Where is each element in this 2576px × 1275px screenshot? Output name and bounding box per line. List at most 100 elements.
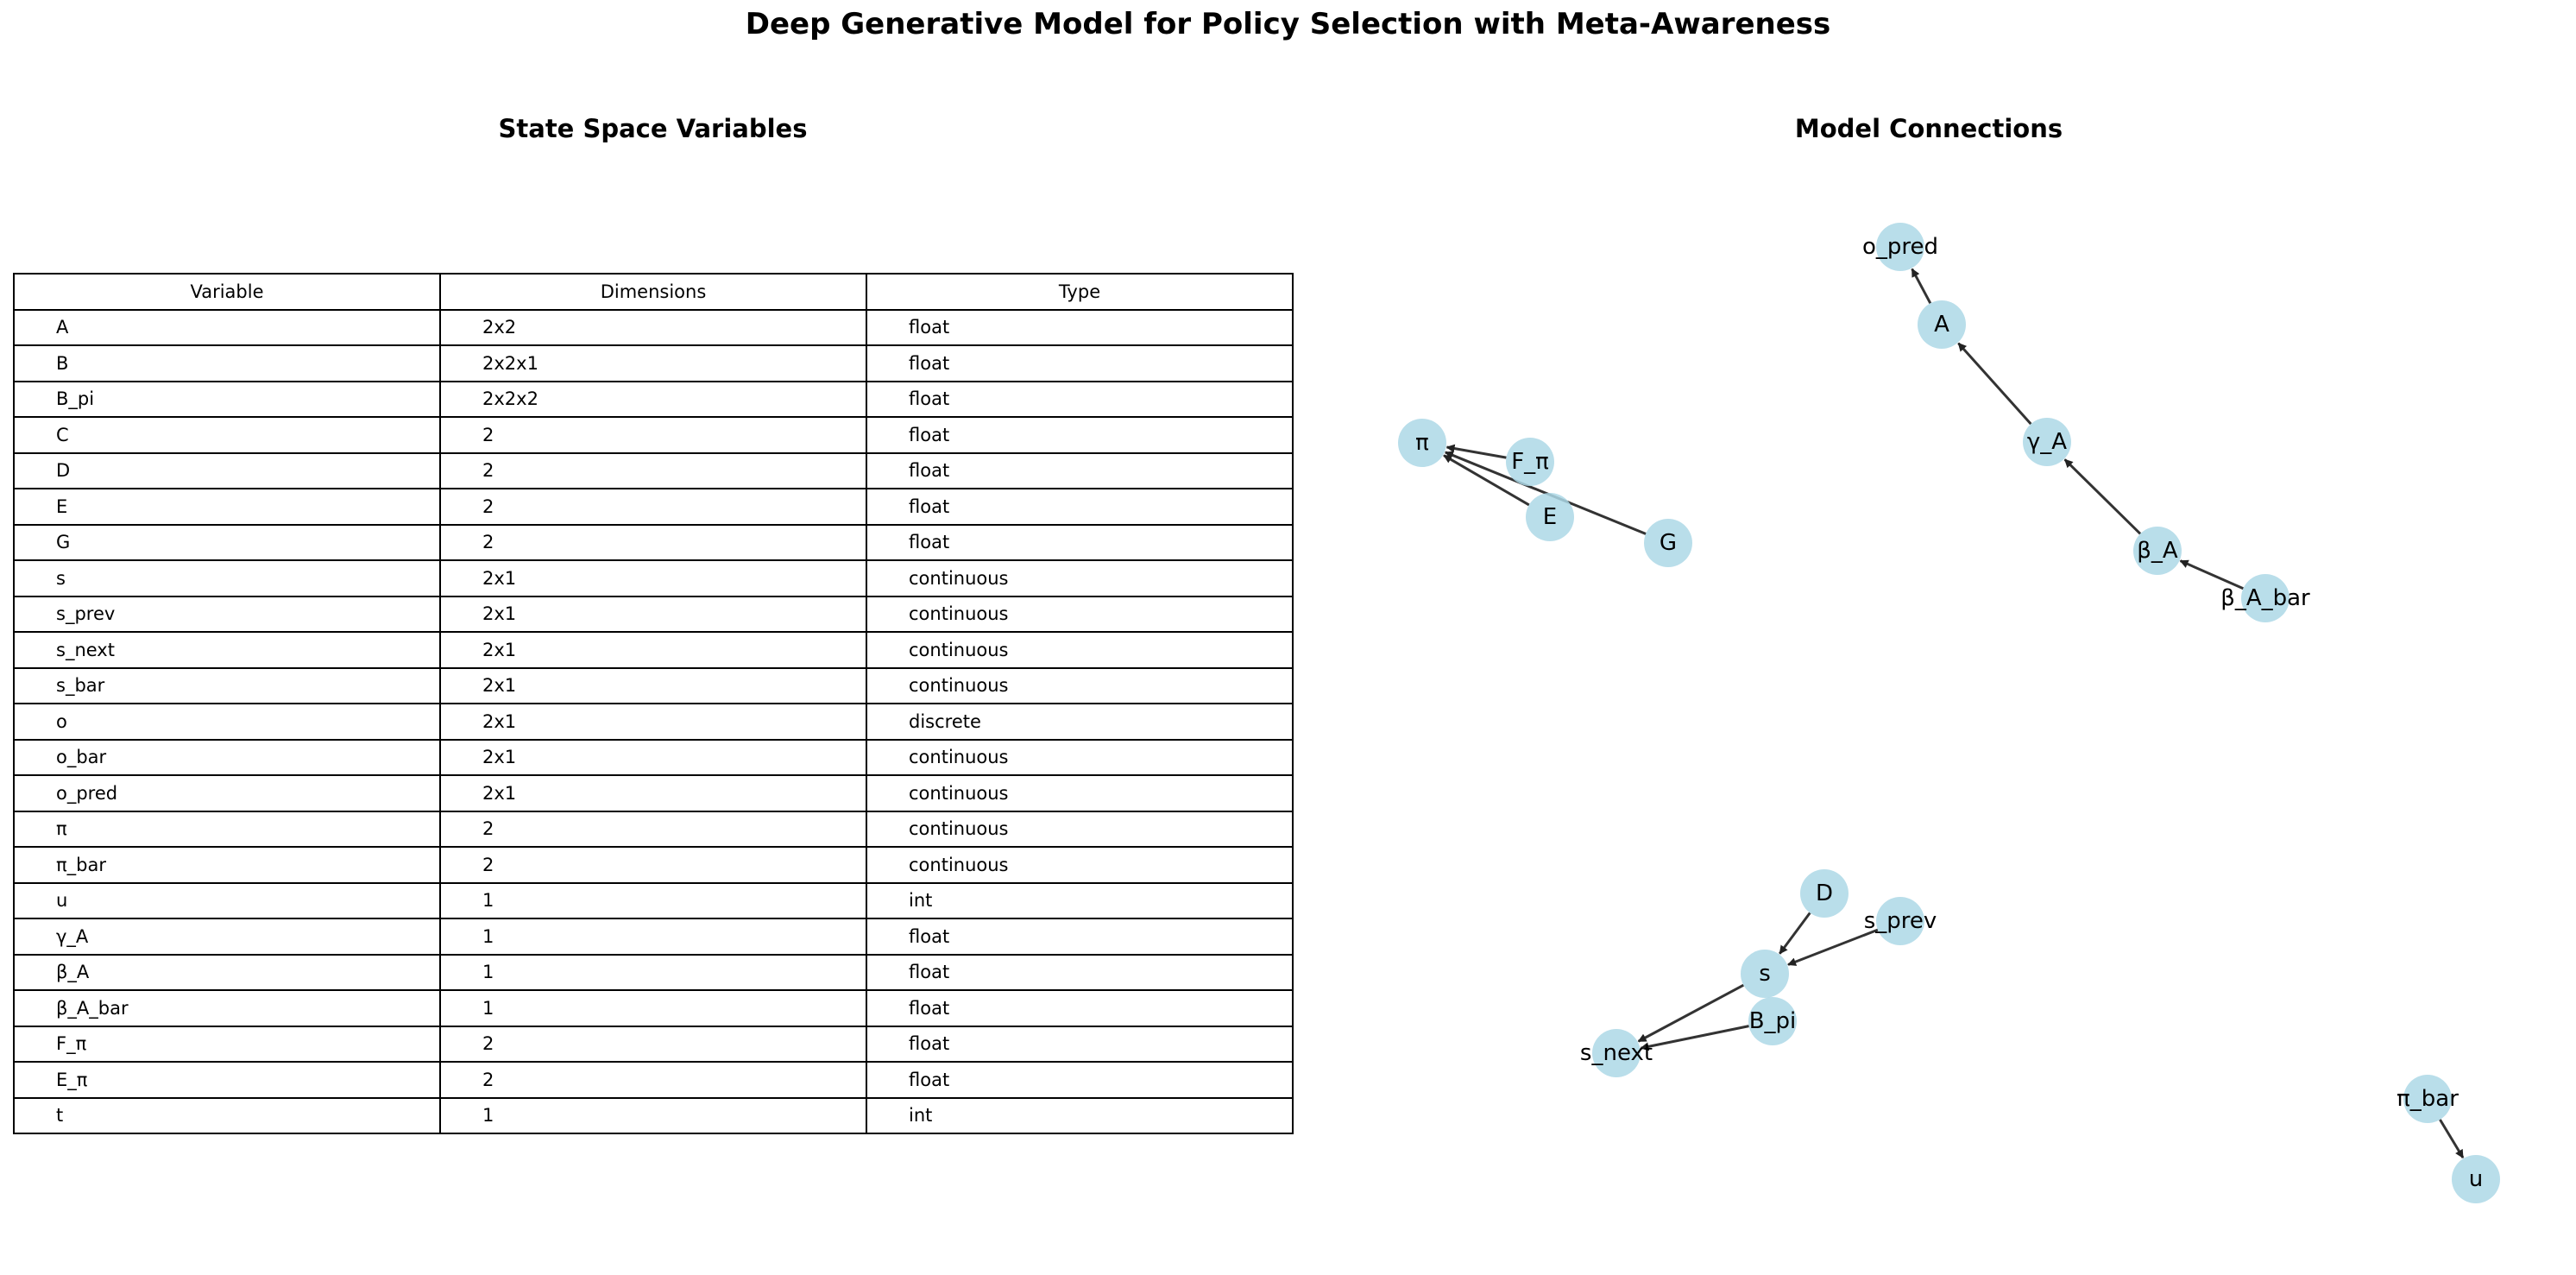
cell-type: int: [866, 1096, 1294, 1134]
cell-dimensions: 2x1: [439, 666, 867, 704]
node-s_prev: s_prev: [1864, 897, 1937, 945]
node-u: u: [2452, 1155, 2500, 1203]
cell-dimensions: 2x2x2: [439, 380, 867, 418]
cell-variable: π_bar: [13, 846, 441, 884]
node-circle: [1918, 300, 1966, 349]
cell-dimensions: 2: [439, 416, 867, 454]
node-B_pi: B_pi: [1748, 997, 1797, 1045]
edge-gamma_A-to-A: [1957, 342, 2032, 426]
cell-dimensions: 1: [439, 918, 867, 956]
edge-pi_bar-to-u: [2439, 1119, 2465, 1159]
cell-dimensions: 2: [439, 523, 867, 561]
cell-type: float: [866, 1025, 1294, 1063]
node-circle: [2133, 527, 2182, 575]
cell-variable: G: [13, 523, 441, 561]
cell-type: float: [866, 344, 1294, 382]
column-header-type: Type: [866, 273, 1294, 311]
cell-variable: s_prev: [13, 595, 441, 633]
cell-type: float: [866, 380, 1294, 418]
cell-dimensions: 2x1: [439, 631, 867, 669]
cell-dimensions: 2x1: [439, 703, 867, 741]
column-header-dimensions: Dimensions: [439, 273, 867, 311]
cell-dimensions: 2x2x1: [439, 344, 867, 382]
node-A: A: [1918, 300, 1966, 349]
node-circle: [1526, 493, 1574, 541]
cell-type: continuous: [866, 666, 1294, 704]
node-label: β_A_bar: [2220, 585, 2310, 611]
node-circle: [1748, 997, 1797, 1045]
node-label: π_bar: [2396, 1086, 2459, 1112]
cell-dimensions: 2: [439, 1061, 867, 1099]
cell-type: float: [866, 488, 1294, 526]
node-label: A: [1934, 312, 1949, 338]
node-label: β_A: [2137, 538, 2178, 564]
edge-F_pi-to-pi: [1445, 444, 1507, 459]
cell-type: discrete: [866, 703, 1294, 741]
cell-type: float: [866, 989, 1294, 1027]
node-label: B_pi: [1749, 1008, 1797, 1034]
edge-s_prev-to-s: [1787, 928, 1879, 966]
node-label: E: [1543, 504, 1557, 530]
cell-dimensions: 1: [439, 953, 867, 991]
cell-type: continuous: [866, 810, 1294, 848]
cell-variable: β_A: [13, 953, 441, 991]
node-label: s_next: [1580, 1040, 1653, 1066]
node-circle: [2023, 418, 2071, 466]
cell-variable: t: [13, 1096, 441, 1134]
node-circle: [1876, 223, 1924, 271]
node-o_pred: o_pred: [1862, 223, 1938, 271]
node-circle: [1876, 897, 1924, 945]
cell-variable: o_bar: [13, 738, 441, 776]
node-D: D: [1800, 869, 1849, 918]
node-label: s: [1759, 961, 1771, 987]
cell-dimensions: 1: [439, 881, 867, 919]
cell-variable: E: [13, 488, 441, 526]
node-F_pi: F_π: [1506, 438, 1554, 486]
cell-variable: B: [13, 344, 441, 382]
cell-variable: F_π: [13, 1025, 441, 1063]
node-s_next: s_next: [1580, 1029, 1653, 1077]
cell-dimensions: 2: [439, 1025, 867, 1063]
node-label: D: [1816, 881, 1833, 906]
cell-type: float: [866, 308, 1294, 346]
cell-dimensions: 1: [439, 1096, 867, 1134]
node-label: G: [1660, 530, 1677, 556]
edge-E-to-pi: [1443, 454, 1530, 507]
node-label: γ_A: [2027, 429, 2067, 455]
node-circle: [2241, 574, 2289, 622]
node-circle: [1741, 950, 1789, 998]
node-pi_bar: π_bar: [2396, 1075, 2459, 1123]
cell-type: float: [866, 523, 1294, 561]
edge-D-to-s: [1779, 912, 1811, 955]
cell-variable: E_π: [13, 1061, 441, 1099]
edge-beta_A_bar-to-beta_A: [2179, 559, 2244, 590]
cell-type: continuous: [866, 738, 1294, 776]
node-pi: π: [1398, 419, 1446, 467]
node-circle: [2403, 1075, 2452, 1123]
node-circle: [1506, 438, 1554, 486]
cell-type: continuous: [866, 846, 1294, 884]
cell-variable: γ_A: [13, 918, 441, 956]
edges-layer: [1443, 268, 2465, 1159]
node-beta_A_bar: β_A_bar: [2220, 574, 2310, 622]
cell-type: continuous: [866, 774, 1294, 812]
node-gamma_A: γ_A: [2023, 418, 2071, 466]
table-title: State Space Variables: [498, 114, 808, 143]
